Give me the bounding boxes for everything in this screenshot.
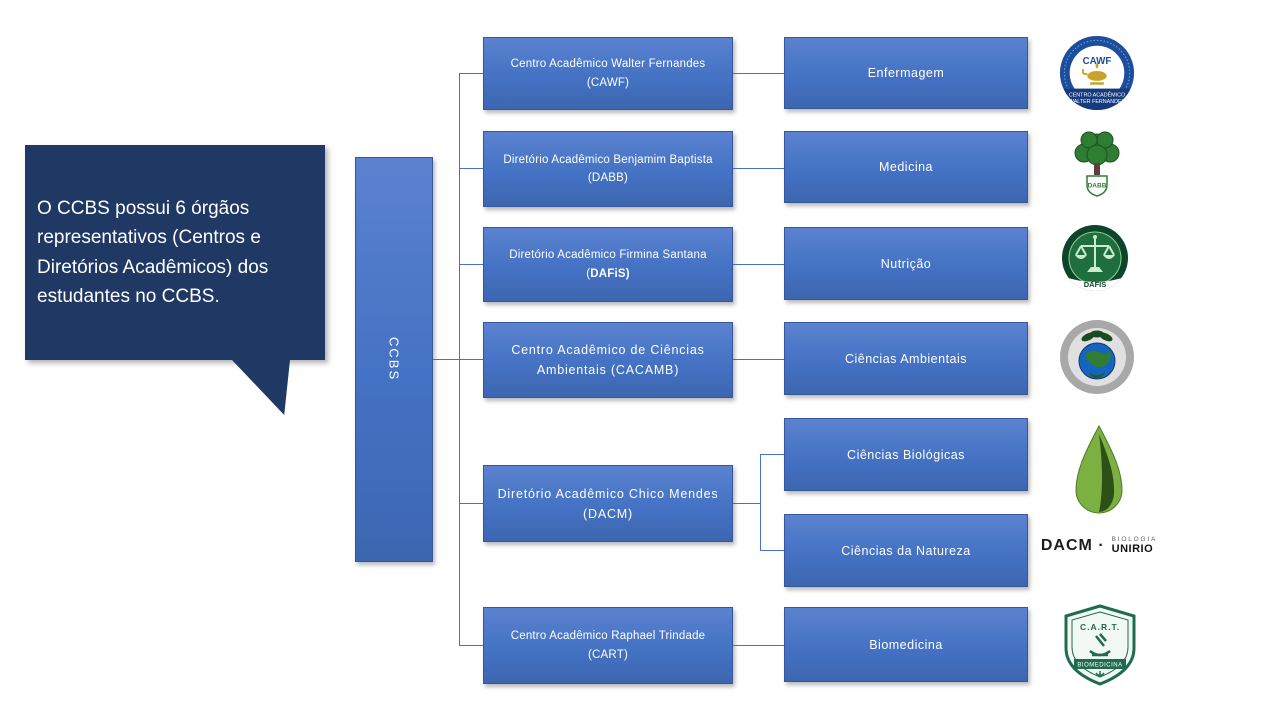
course-box-biomedicina-label: Biomedicina <box>869 637 943 652</box>
cawf-logo-icon: CAWF CENTRO ACADÊMICO WALTER FERNANDES <box>1059 35 1135 111</box>
org-box-dafis-label-bold: DAFiS) <box>590 267 630 280</box>
org-box-cawf-label: Centro Acadêmico Walter Fernandes (CAWF) <box>510 58 706 89</box>
course-box-ciencias-natureza: Ciências da Natureza <box>784 514 1028 587</box>
org-box-dacm-label: Diretório Acadêmico Chico Mendes (DACM) <box>497 486 719 521</box>
dabb-shield-icon <box>1086 175 1108 197</box>
cart-logo: C.A.R.T. BIOMEDICINA <box>1060 603 1140 692</box>
dacm-leaf-icon <box>1075 424 1123 514</box>
dacm-caption-right: BIOLOGIA UNIRIO <box>1112 536 1157 556</box>
course-box-ciencias-natureza-label: Ciências da Natureza <box>841 543 971 558</box>
dacm-acronym-text: DACM · <box>1040 537 1105 555</box>
connector-org1-stub <box>459 73 483 74</box>
dabb-logo-icon: DABB <box>1074 131 1120 197</box>
course-box-biomedicina: Biomedicina <box>784 607 1028 682</box>
dabb-tree-canopy-icon <box>1074 131 1120 166</box>
course-box-medicina-label: Medicina <box>878 160 934 174</box>
connector-org6-stub <box>459 645 483 646</box>
connector-cawf-enfermagem <box>733 73 784 74</box>
cart-banner <box>1074 659 1126 669</box>
dabb-acronym-text: DABB <box>1088 183 1107 190</box>
course-box-nutricao-label: Nutrição <box>880 256 932 271</box>
cawf-logo: CAWF CENTRO ACADÊMICO WALTER FERNANDES <box>1058 34 1136 117</box>
course-box-enfermagem: Enfermagem <box>784 37 1028 109</box>
cawf-lamp-flame-icon <box>1095 62 1099 70</box>
connector-root-stub <box>433 359 483 360</box>
cart-biomedicina-text: BIOMEDICINA <box>1077 663 1122 669</box>
cawf-lamp-icon <box>1087 71 1107 81</box>
root-node-ccbs: CCBS <box>355 157 433 562</box>
cart-anchor-icon <box>1095 671 1105 677</box>
dabb-logo: DABB <box>1061 128 1133 211</box>
connector-org2-stub <box>459 168 483 169</box>
connector-dacm-trunk <box>760 454 761 551</box>
org-box-dacm: Diretório Acadêmico Chico Mendes (DACM) <box>483 465 733 542</box>
dafis-acronym-text: DAFIS <box>1084 280 1107 289</box>
course-box-ciencias-ambientais: Ciências Ambientais <box>784 322 1028 395</box>
callout-text: O CCBS possui 6 órgãos representativos (… <box>37 197 269 307</box>
org-box-cart-label: Centro Acadêmico Raphael Trindade (CART) <box>510 630 706 661</box>
root-node-label: CCBS <box>386 337 402 382</box>
connector-dacm-trunk-stub <box>733 503 760 504</box>
org-box-cacamb: Centro Acadêmico de Ciências Ambientais … <box>483 322 733 398</box>
cart-logo-icon: C.A.R.T. BIOMEDICINA <box>1064 604 1136 686</box>
connector-org3-stub <box>459 264 483 265</box>
cart-microscope-icon <box>1089 633 1111 657</box>
connector-dacm-biologicas <box>760 454 784 455</box>
cawf-caption-line2: WALTER FERNANDES <box>1069 99 1126 105</box>
cacamb-logo <box>1059 319 1135 400</box>
dacm-caption: DACM · BIOLOGIA UNIRIO <box>1040 536 1158 556</box>
cart-acronym-text: C.A.R.T. <box>1080 622 1120 632</box>
dacm-unirio-text: UNIRIO <box>1111 543 1154 556</box>
course-box-nutricao: Nutrição <box>784 227 1028 300</box>
cacamb-logo-icon <box>1060 320 1134 394</box>
dacm-biologia-text: BIOLOGIA <box>1111 536 1158 543</box>
course-box-ciencias-biologicas-label: Ciências Biológicas <box>847 447 965 462</box>
org-box-cawf: Centro Acadêmico Walter Fernandes (CAWF) <box>483 37 733 110</box>
org-box-cacamb-label: Centro Acadêmico de Ciências Ambientais … <box>511 343 705 377</box>
connector-cacamb-ambientais <box>733 359 784 360</box>
org-box-dabb-label: Diretório Acadêmico Benjamim Baptista (D… <box>503 153 713 184</box>
connector-dafis-nutricao <box>733 264 784 265</box>
org-box-dafis-label: Diretório Acadêmico Firmina Santana (DAF… <box>490 246 726 283</box>
course-box-medicina: Medicina <box>784 131 1028 203</box>
connector-org5-stub <box>459 503 483 504</box>
org-box-dafis-label-regular: Diretório Acadêmico Firmina Santana ( <box>509 249 707 280</box>
cacamb-leaves-icon <box>1081 330 1113 342</box>
org-box-cart: Centro Acadêmico Raphael Trindade (CART) <box>483 607 733 684</box>
course-box-enfermagem-label: Enfermagem <box>867 66 945 80</box>
callout-bubble: O CCBS possui 6 órgãos representativos (… <box>25 145 325 360</box>
dafis-scales-icon <box>1075 239 1115 270</box>
connector-dabb-medicina <box>733 168 784 169</box>
course-box-ciencias-biologicas: Ciências Biológicas <box>784 418 1028 491</box>
course-box-ciencias-ambientais-label: Ciências Ambientais <box>844 351 968 366</box>
connector-dacm-natureza <box>760 550 784 551</box>
cawf-caption-line1: CENTRO ACADÊMICO <box>1069 90 1125 98</box>
connector-cart-biomedicina <box>733 645 784 646</box>
cawf-acronym-text: CAWF <box>1083 56 1112 67</box>
dacm-logo: DACM · BIOLOGIA UNIRIO <box>1040 424 1158 556</box>
org-box-dabb: Diretório Acadêmico Benjamim Baptista (D… <box>483 131 733 207</box>
dafis-logo: DAFIS <box>1061 224 1129 297</box>
org-box-dafis: Diretório Acadêmico Firmina Santana (DAF… <box>483 227 733 302</box>
callout-bubble-tail <box>232 360 290 415</box>
dafis-logo-icon: DAFIS <box>1062 225 1128 291</box>
dabb-tree-trunk-icon <box>1094 163 1100 175</box>
